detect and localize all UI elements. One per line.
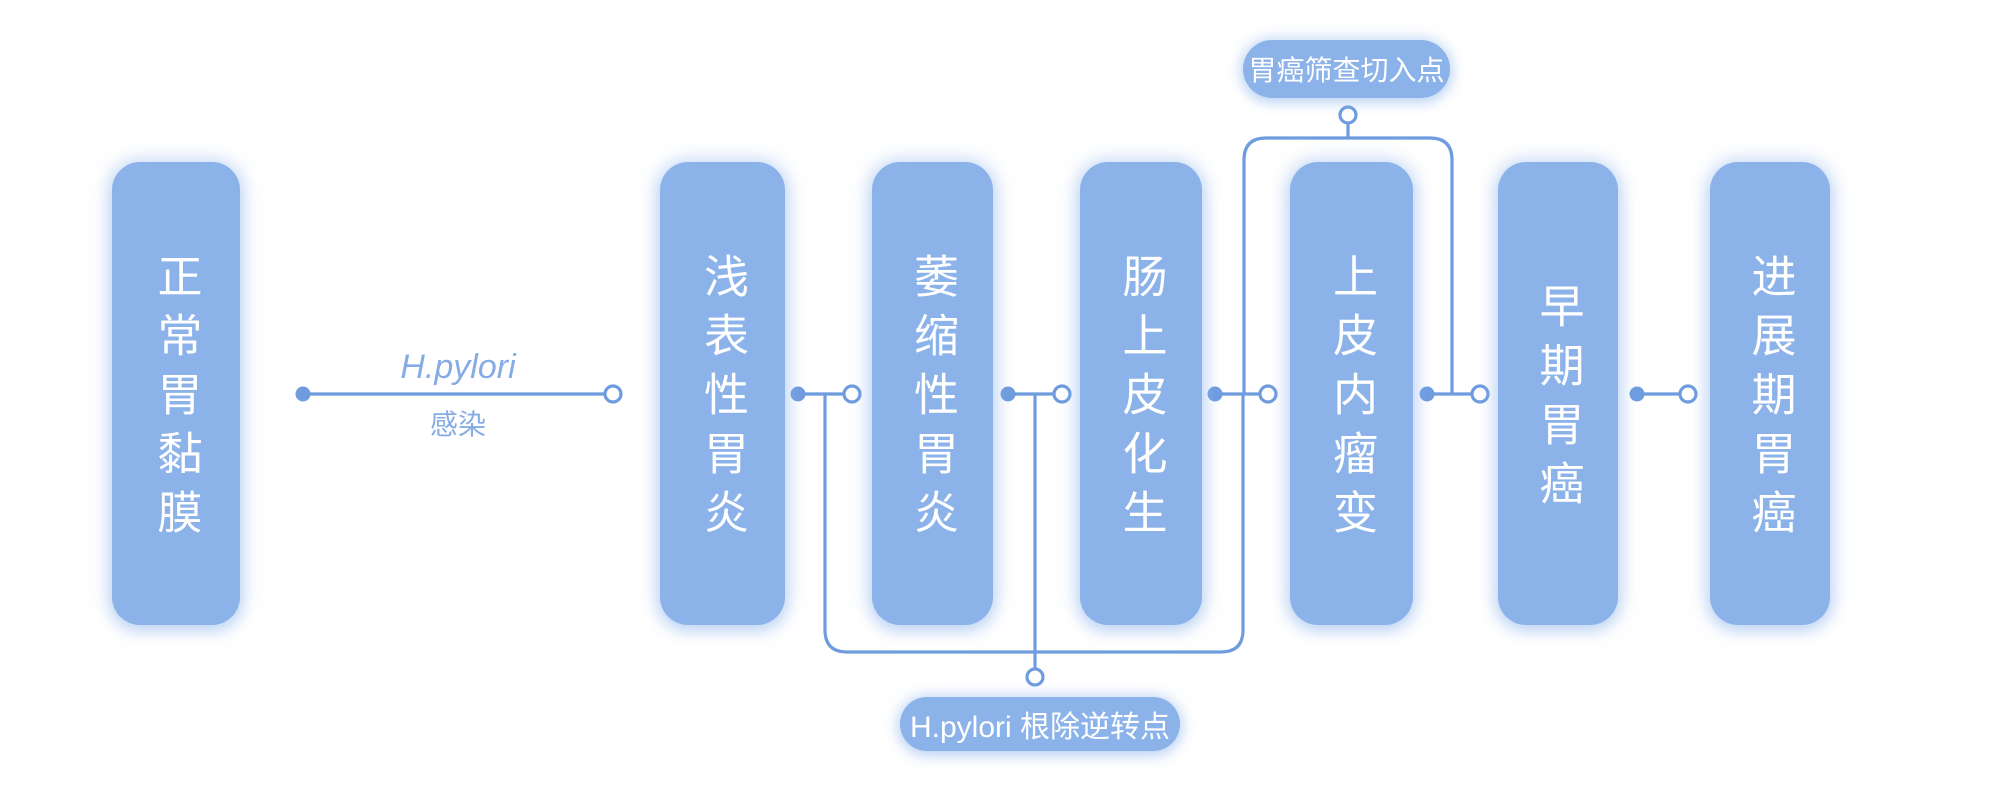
stage-label: 进展期胃癌 xyxy=(1744,253,1796,548)
stage-box-intraepithelial-neoplasia: 上皮内瘤变 xyxy=(1290,162,1413,625)
stage-box-normal-gastric-mucosa: 正常胃黏膜 xyxy=(112,162,240,625)
screening-entry-badge: 胃癌筛查切入点 xyxy=(1243,40,1450,98)
connector-end-ring-icon xyxy=(1052,384,1072,404)
connector-end-ring-icon xyxy=(1678,384,1698,404)
infection-label-hpylori: H.pylori xyxy=(400,348,516,386)
connector-start-dot-icon xyxy=(1419,386,1435,402)
connector-end-ring-icon xyxy=(1258,384,1278,404)
connector-start-dot-icon xyxy=(1207,386,1223,402)
stage-label: 正常胃黏膜 xyxy=(150,253,202,548)
connector-end-ring-icon xyxy=(1470,384,1490,404)
reversal-ring-icon xyxy=(1025,667,1045,687)
stage-label: 早期胃癌 xyxy=(1532,282,1584,519)
stage-box-early-gastric-cancer: 早期胃癌 xyxy=(1498,162,1618,625)
connector-end-ring-icon xyxy=(842,384,862,404)
stage-label: 肠上皮化生 xyxy=(1115,253,1167,548)
infection-label-ganran: 感染 xyxy=(429,409,486,440)
stage-label: 上皮内瘤变 xyxy=(1326,253,1377,548)
stage-box-atrophic-gastritis: 萎缩性胃炎 xyxy=(872,162,993,625)
eradication-reversal-label: H.pylori 根除逆转点 xyxy=(909,711,1171,744)
stage-box-intestinal-metaplasia: 肠上皮化生 xyxy=(1080,162,1202,625)
stage-label: 浅表性胃炎 xyxy=(697,253,748,548)
stage-box-advanced-gastric-cancer: 进展期胃癌 xyxy=(1710,162,1830,625)
eradication-reversal-badge: H.pylori 根除逆转点 xyxy=(900,697,1180,751)
screening-ring-icon xyxy=(1338,105,1358,125)
stage-label: 萎缩性胃炎 xyxy=(907,253,958,548)
screening-entry-label: 胃癌筛查切入点 xyxy=(1248,55,1445,86)
stage-box-superficial-gastritis: 浅表性胃炎 xyxy=(660,162,785,625)
connector-start-dot-icon xyxy=(1629,386,1645,402)
connector-start-dot-icon xyxy=(790,386,806,402)
connector-start-dot-icon xyxy=(1000,386,1016,402)
connector-start-dot-icon xyxy=(295,386,311,402)
connector-end-ring-icon xyxy=(603,384,623,404)
